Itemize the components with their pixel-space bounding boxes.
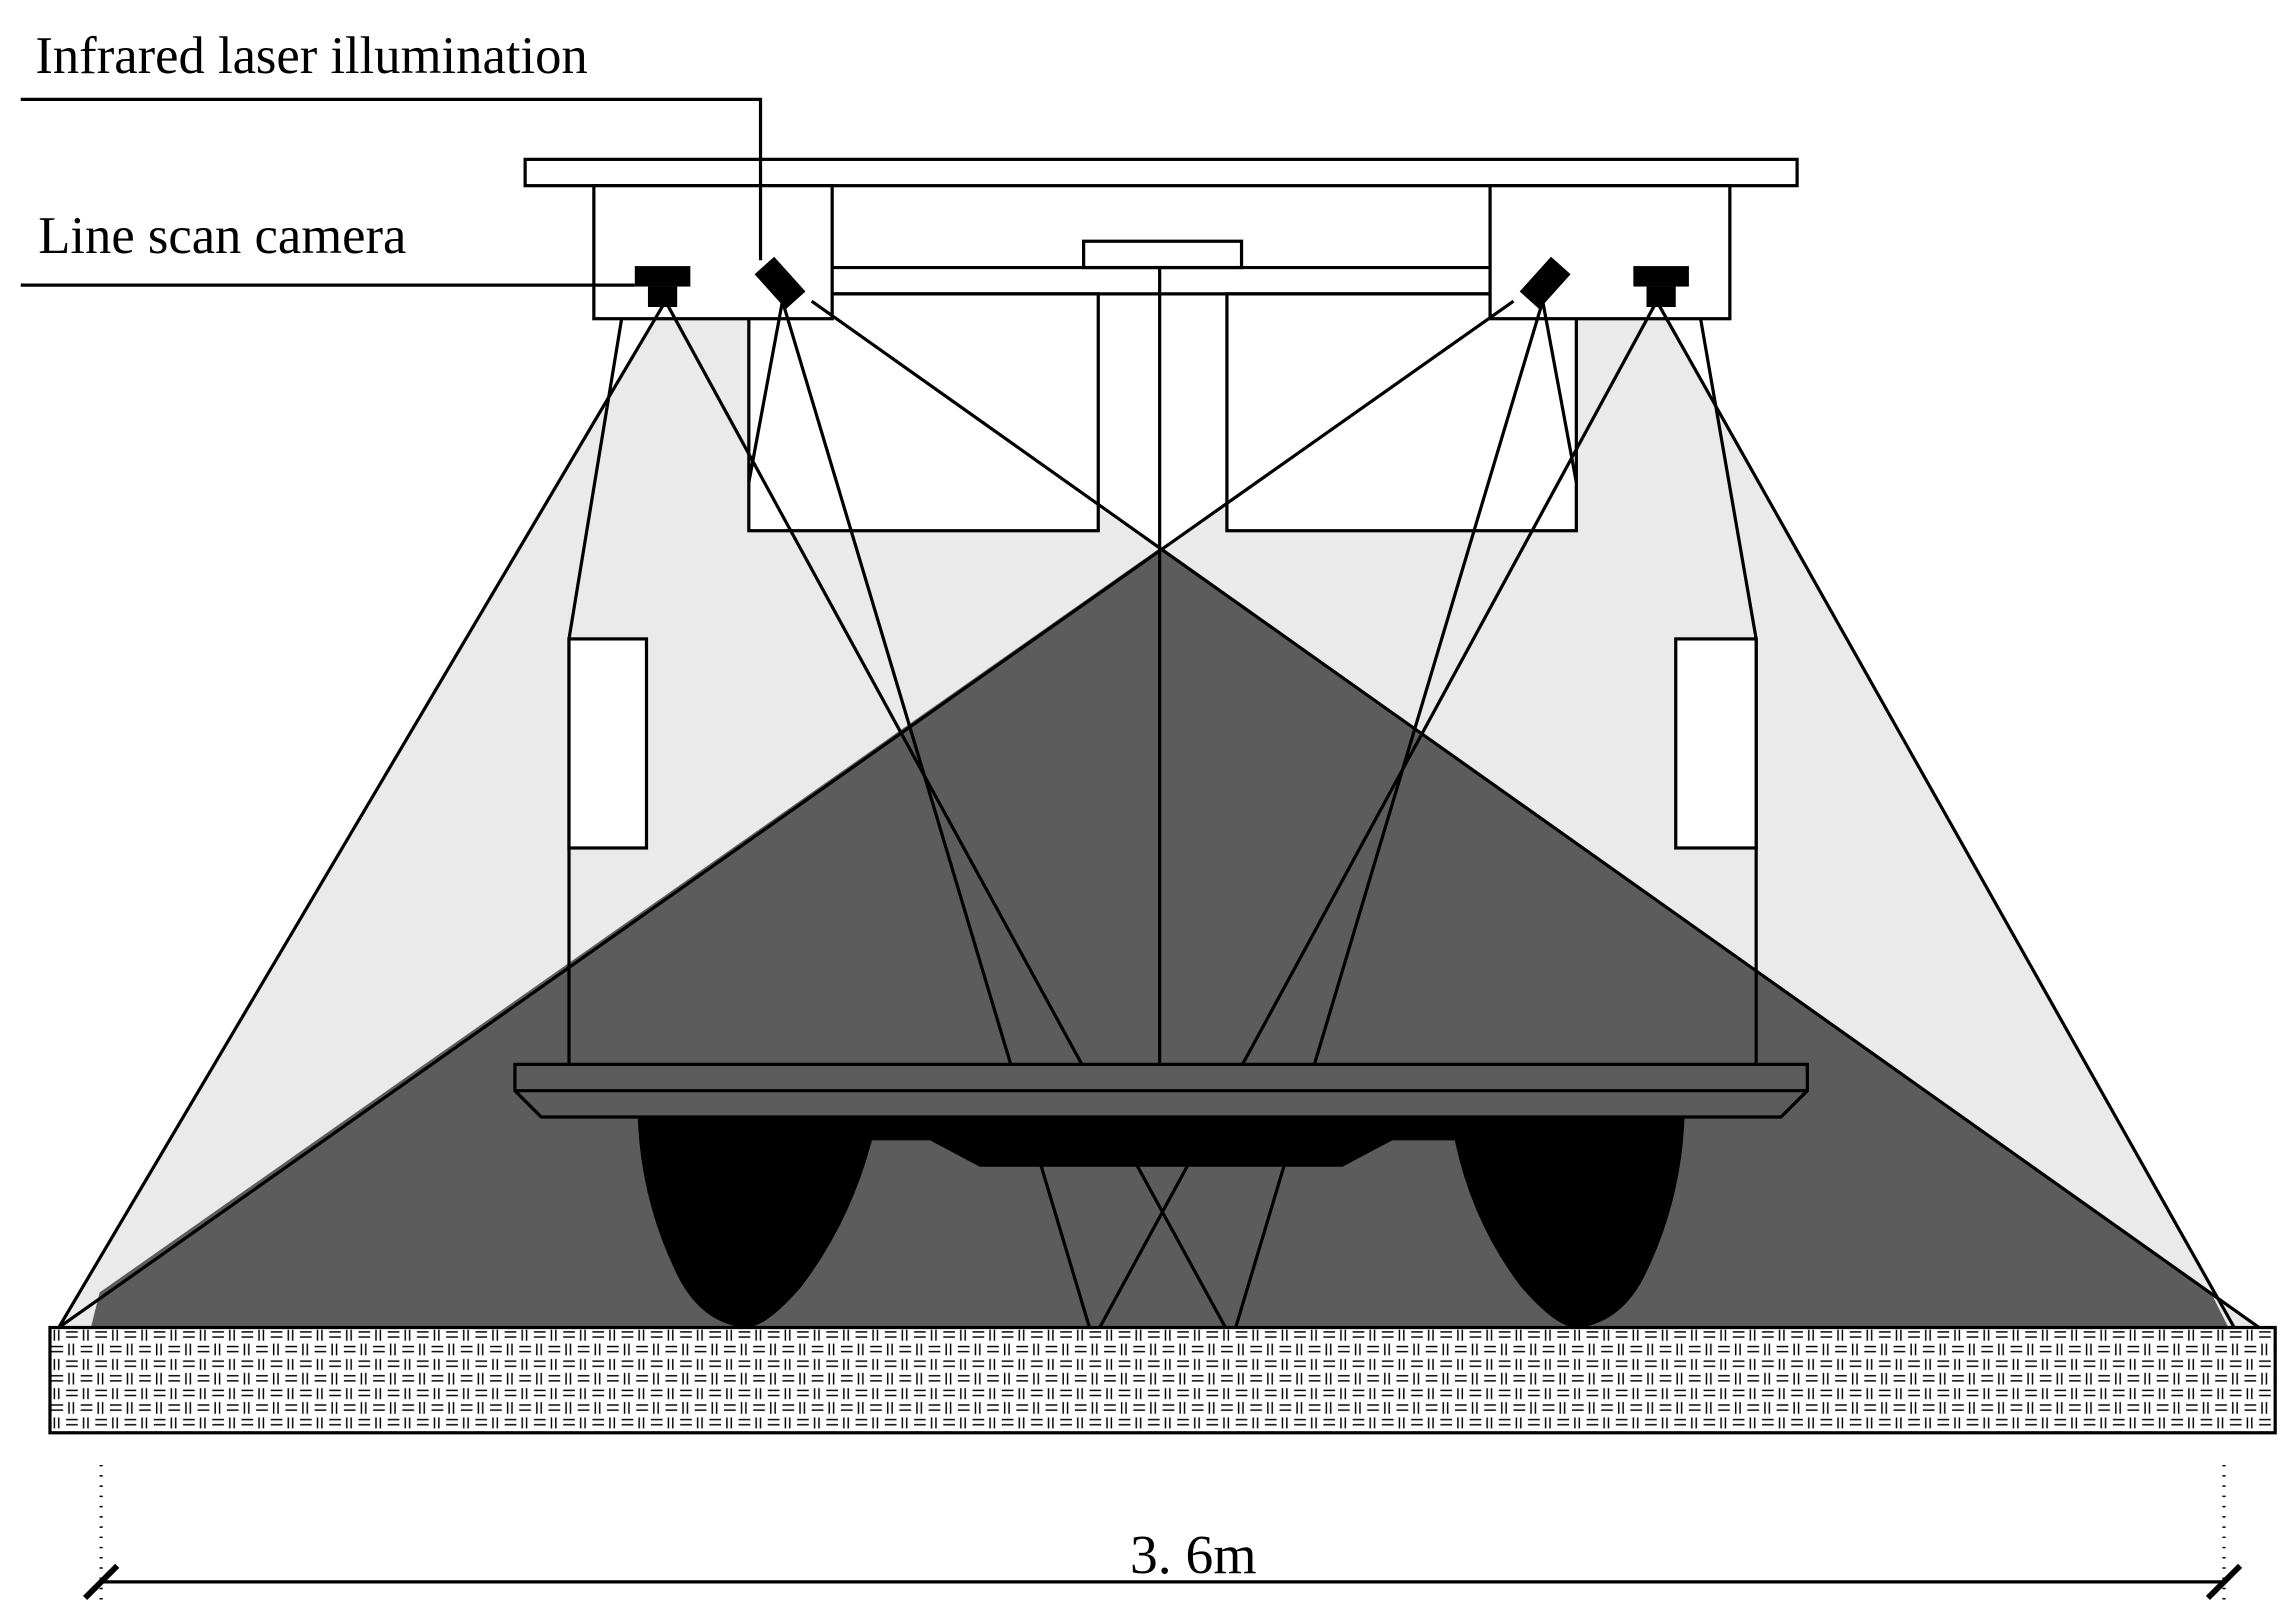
- width-dimension: 3. 6m: [83, 1464, 2243, 1601]
- camera-label: Line scan camera: [38, 207, 406, 265]
- right-camera-housing: [1488, 184, 1732, 321]
- left-line-scan-camera-icon: [634, 266, 691, 308]
- laser-label: Infrared laser illumination: [35, 27, 587, 85]
- center-bracket: [1082, 239, 1244, 270]
- top-mounting-beam: [523, 157, 1799, 188]
- right-wheel: [1450, 1116, 1685, 1328]
- right-enclosure-panel: [1225, 292, 1578, 533]
- dimension-label: 3. 6m: [1130, 1524, 1257, 1586]
- left-wheel: [637, 1116, 878, 1328]
- undercarriage: [637, 1116, 1685, 1328]
- right-line-scan-camera-icon: [1633, 266, 1689, 308]
- laser-callout-leader: [20, 97, 763, 261]
- left-infrared-laser-icon: [754, 256, 806, 310]
- left-enclosure-panel: [747, 292, 1100, 533]
- road-surface: [48, 1325, 2277, 1435]
- right-side-window: [1674, 637, 1758, 850]
- left-side-window: [567, 637, 649, 850]
- right-infrared-laser-icon: [1519, 256, 1571, 310]
